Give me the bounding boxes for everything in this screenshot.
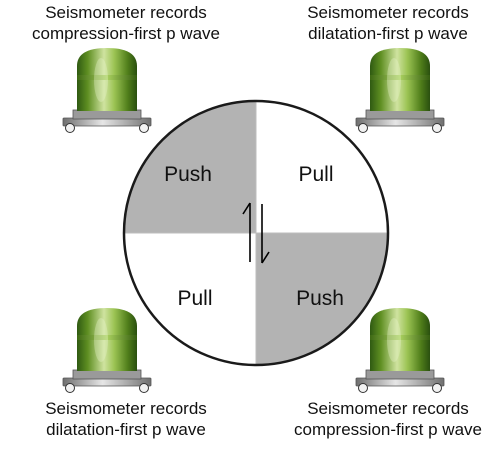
quadrant-bottom-left [124,233,256,365]
fault-slip-arrows-icon [242,202,270,264]
caption-top-right: Seismometer records dilatation-first p w… [268,2,504,44]
quadrant-bottom-right [256,233,388,365]
seismometer-icon-top-left [62,47,152,133]
seismometer-icon-bottom-left [62,307,152,393]
caption-line: compression-first p wave [31,24,220,43]
caption-line: Seismometer records [45,399,207,418]
quadrant-top-right [256,101,388,233]
quadrant-top-left [124,101,256,233]
quadrant-label-top-left: Push [164,163,212,186]
caption-line: Seismometer records [307,3,469,22]
quadrant-label-bottom-right: Push [296,287,344,310]
caption-line: Seismometer records [307,399,469,418]
quadrant-label-top-right: Pull [298,163,333,186]
caption-line: compression-first p wave [293,420,482,439]
beach-ball-outline [122,99,390,367]
quadrant-label-bottom-left: Pull [177,287,212,310]
caption-bottom-right: Seismometer records compression-first p … [268,398,504,440]
caption-line: dilatation-first p wave [308,24,468,43]
caption-line: dilatation-first p wave [46,420,206,439]
seismometer-icon-top-right [355,47,445,133]
caption-top-left: Seismometer records compression-first p … [6,2,246,44]
caption-line: Seismometer records [45,3,207,22]
seismometer-icon-bottom-right [355,307,445,393]
caption-bottom-left: Seismometer records dilatation-first p w… [6,398,246,440]
